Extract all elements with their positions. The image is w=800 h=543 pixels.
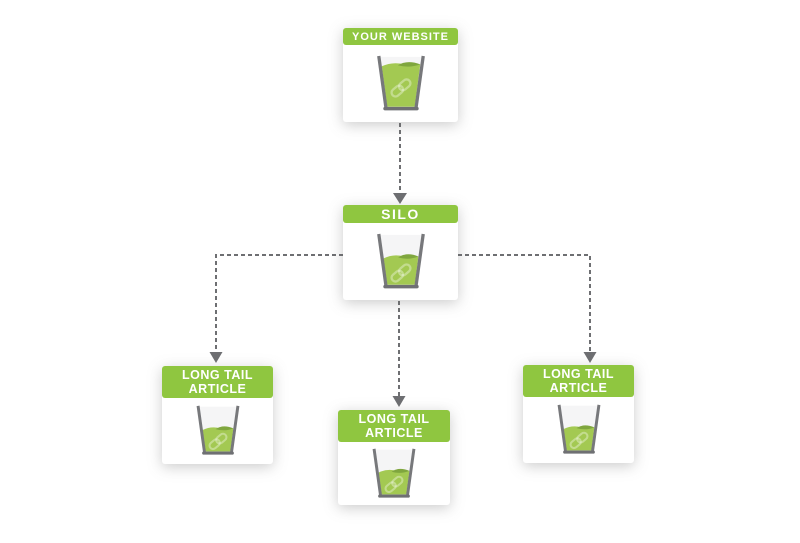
connector-silo-to-right <box>458 254 591 352</box>
arrowhead-to-right-article <box>583 352 597 363</box>
glass-icon <box>192 404 244 458</box>
node-your-website: YOUR WEBSITE <box>343 28 458 122</box>
node-long-tail-article-right: LONG TAIL ARTICLE <box>523 365 634 463</box>
glass-icon <box>553 403 605 457</box>
connector-silo-to-left <box>215 254 343 352</box>
node-long-tail-article-left: LONG TAIL ARTICLE <box>162 366 273 464</box>
node-long-tail-left-label: LONG TAIL ARTICLE <box>162 366 273 398</box>
node-long-tail-right-label: LONG TAIL ARTICLE <box>523 365 634 397</box>
glass-of-link-juice-icon <box>523 397 634 463</box>
glass-icon <box>372 232 430 292</box>
arrowhead-to-silo <box>393 193 407 204</box>
node-silo-label: SILO <box>343 205 458 223</box>
node-long-tail-article-middle: LONG TAIL ARTICLE <box>338 410 450 505</box>
node-your-website-label: YOUR WEBSITE <box>343 28 458 45</box>
node-silo: SILO <box>343 205 458 300</box>
glass-icon <box>368 447 420 501</box>
glass-of-link-juice-icon <box>343 223 458 300</box>
node-long-tail-middle-label: LONG TAIL ARTICLE <box>338 410 450 442</box>
arrowhead-to-middle-article <box>392 396 406 407</box>
arrowhead-to-left-article <box>209 352 223 363</box>
glass-icon <box>372 54 430 114</box>
glass-of-link-juice-icon <box>162 398 273 464</box>
glass-of-link-juice-icon <box>343 45 458 122</box>
glass-of-link-juice-icon <box>338 442 450 505</box>
